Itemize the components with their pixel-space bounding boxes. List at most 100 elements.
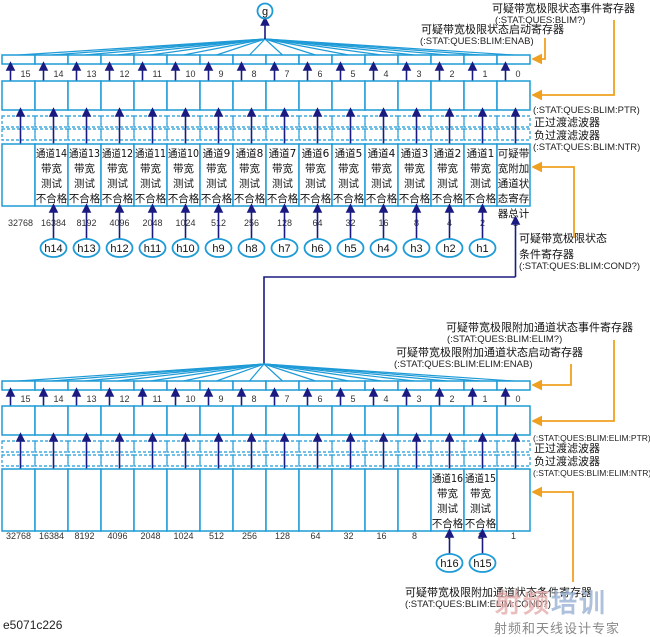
top-negative-filter-bit — [232, 128, 267, 141]
bottom-positive-filter-bit — [232, 440, 267, 453]
bottom-event-bit-15 — [1, 405, 36, 436]
top-input-node-label: h8 — [245, 243, 257, 255]
top-event-register-cmd: (:STAT:QUES:BLIM?) — [495, 15, 585, 26]
bottom-bit-weight: 16384 — [39, 531, 64, 541]
top-cell-text: 不合格 — [300, 192, 332, 205]
bottom-bit-label: 8 — [252, 394, 257, 404]
top-condition-register-label-2: 条件寄存器 — [519, 247, 574, 261]
top-input-node-h6 — [303, 238, 332, 258]
top-positive-filter-bit — [397, 115, 432, 128]
top-input-node-label: h3 — [410, 243, 422, 255]
bottom-bit-weight: 256 — [242, 531, 257, 541]
top-cell-text: 带宽 — [206, 162, 227, 175]
top-input-node-label: h1 — [476, 243, 488, 255]
top-cell-text: 通道14 — [36, 147, 67, 160]
bottom-bit-label: 11 — [153, 394, 162, 404]
bottom-bit-label: 14 — [54, 394, 64, 404]
top-input-node-label: h6 — [311, 243, 323, 255]
top-enable-bit-15 — [1, 54, 36, 65]
top-bit-label: 6 — [318, 69, 323, 79]
top-input-node-label: h7 — [278, 243, 290, 255]
bottom-event-bit-11 — [133, 405, 168, 436]
bottom-condition-register-label: 可疑带宽极限附加通道状态条件寄存器 — [405, 585, 592, 599]
bottom-ptr-cmd: (:STAT:QUES:BLIM:ELIM:PTR) — [533, 433, 650, 443]
bottom-negative-filter-bit — [166, 454, 201, 467]
top-cell-text: 带宽 — [272, 162, 293, 175]
bottom-enable-bit-13 — [67, 380, 102, 391]
bottom-negative-filter-bit — [463, 454, 498, 467]
bottom-negative-filter-bit — [199, 454, 234, 467]
top-cell-text: 测试 — [107, 177, 128, 190]
bottom-event-register-label: 可疑带宽极限附加通道状态事件寄存器 — [446, 320, 633, 334]
bottom-bit-label: 2 — [450, 394, 455, 404]
top-input-node-h12 — [105, 238, 134, 258]
bottom-condition-bit-10 — [166, 468, 201, 532]
top-cell-text: 带宽 — [74, 162, 95, 175]
top-cell-text: 通道4 — [368, 147, 396, 160]
top-input-node-h3 — [402, 238, 431, 258]
top-cell-text: 测试 — [470, 177, 491, 190]
bottom-cell-text: 通道16 — [432, 472, 463, 485]
bottom-enable-register-label: 可疑带宽极限附加通道状态启动寄存器 — [396, 345, 583, 359]
top-bit-label: 1 — [483, 69, 488, 79]
bottom-negative-filter-bit — [34, 454, 69, 467]
top-cell-text: 带宽 — [371, 162, 392, 175]
bottom-bit-label: 7 — [285, 394, 290, 404]
top-negative-filter-bit — [166, 128, 201, 141]
top-input-node-h14 — [39, 238, 68, 258]
top-input-node-h13 — [72, 238, 101, 258]
bottom-cell-text: 测试 — [437, 502, 458, 515]
top-bit-label: 10 — [186, 69, 196, 79]
bottom-enable-register-cmd: (:STAT:QUES:BLIM:ELIM:ENAB) — [394, 359, 532, 370]
bottom-event-bit-13 — [67, 405, 102, 436]
top-positive-filter-bit — [463, 115, 498, 128]
top-positive-filter-label: 正过渡滤波器 — [534, 115, 600, 129]
bottom-positive-filter-bit — [34, 440, 69, 453]
bottom-negative-filter-bit — [397, 454, 432, 467]
top-cell-text: 测试 — [404, 177, 425, 190]
top-cell-text: 不合格 — [69, 192, 101, 205]
bottom-condition-bit-14 — [34, 468, 69, 532]
top-enable-bit-1 — [463, 54, 498, 65]
top-event-bit-13 — [67, 80, 102, 111]
bottom-positive-filter-bit — [331, 440, 366, 453]
bottom-enable-bit-7 — [265, 380, 300, 391]
top-cell-text: 不合格 — [201, 192, 233, 205]
top-input-node-label: h13 — [77, 243, 95, 255]
bottom-fan-line — [263, 363, 283, 382]
top-fan-line — [183, 38, 266, 56]
bottom-positive-filter-bit — [265, 440, 300, 453]
bottom-negative-filter-label: 负过渡滤波器 — [534, 454, 600, 468]
top-negative-filter-bit — [364, 128, 399, 141]
top-fan-line — [249, 38, 266, 56]
bottom-ntr-cmd: (:STAT:QUES:BLIM:ELIM:NTR) — [533, 468, 650, 478]
bottom-enable-callout — [531, 364, 572, 391]
top-enable-bit-9 — [199, 54, 234, 65]
top-condition-bit-15 — [1, 143, 36, 207]
top-input-node-h9 — [204, 238, 233, 258]
top-event-bit-5 — [331, 80, 366, 111]
top-cell-text: 测试 — [173, 177, 194, 190]
bottom-positive-filter-bit — [298, 440, 333, 453]
top-cell-text: 不合格 — [333, 192, 365, 205]
top-enable-bit-2 — [430, 54, 465, 65]
top-positive-filter-bit — [430, 115, 465, 128]
top-negative-filter-bit — [1, 128, 36, 141]
top-event-bit-2 — [430, 80, 465, 111]
bottom-fan-line — [183, 363, 265, 382]
bottom-condition-bit-2 — [430, 468, 465, 532]
top-cell-text: 通道3 — [401, 147, 429, 160]
top-condition-callout — [531, 161, 575, 238]
top-enable-bit-8 — [232, 54, 267, 65]
top-event-bit-9 — [199, 80, 234, 111]
top-input-node-label: h11 — [144, 243, 162, 255]
bottom-negative-filter-bit — [265, 454, 300, 467]
bottom-condition-bit-9 — [199, 468, 234, 532]
bottom-fan-line — [263, 363, 349, 382]
top-cell-text: 不合格 — [465, 192, 497, 205]
top-negative-filter-bit — [133, 128, 168, 141]
top-cell-text: 带宽 — [239, 162, 260, 175]
top-positive-filter-bit — [166, 115, 201, 128]
bottom-bit-label: 12 — [120, 394, 130, 404]
top-event-bit-4 — [364, 80, 399, 111]
